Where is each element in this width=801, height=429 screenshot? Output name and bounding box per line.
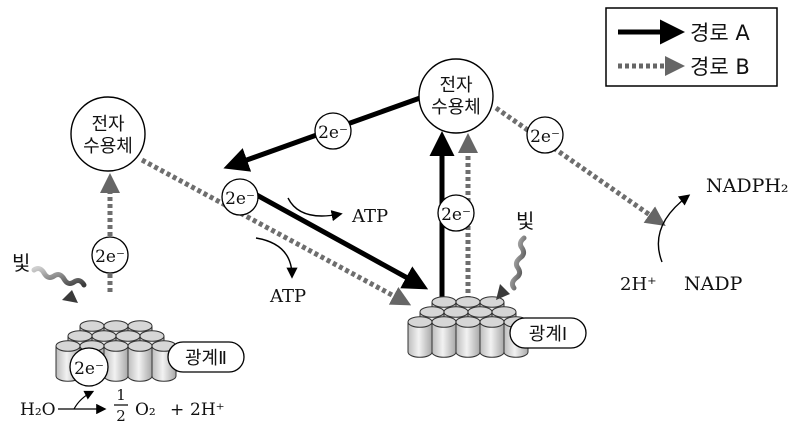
legend-route-a-label: 경로 A [690,21,750,45]
acceptor-circle-right [418,58,494,134]
light-arrowhead-left [62,290,78,303]
acceptor-right-line1: 전자 [439,75,473,96]
electron-acceptor-right: 전자 수용체 [418,58,494,134]
ps1-cylinder-front-2 [455,316,481,358]
photosystem-1-cluster [407,296,529,358]
legend-route-b-label: 경로 B [690,55,750,79]
legend: 경로 A 경로 B [605,7,778,87]
svg-text:광계Ⅱ: 광계Ⅱ [185,348,227,369]
svg-text:광계Ⅰ: 광계Ⅰ [529,324,567,345]
electron-badge-ps2-core: 2e⁻ [69,347,109,387]
light-label-right: 빛 [516,209,534,233]
route-b-acceptor2-to-nadph [494,105,666,226]
electron-badge-top: 2e⁻ [314,112,352,150]
acceptor-left-line1: 전자 [91,114,125,135]
photosystem-1-label: 광계Ⅰ [509,317,587,349]
light-left: 빛 [12,251,87,303]
h-ion-label: 2H⁺ [620,274,657,295]
equation-half-num: 1 [116,386,126,404]
route-b-paths [100,105,666,306]
nadph-reaction-arrow [657,194,691,263]
acceptor-left-line2: 수용체 [83,136,133,157]
atp-label-upper: ATP [351,206,388,227]
photosystem-2-label: 광계Ⅱ [167,341,245,373]
ps2-cylinder-front-3 [127,340,153,382]
atp-label-lower: ATP [269,286,306,307]
equation-plus: + [170,400,184,420]
light-wave-right [509,235,527,291]
equation-half-den: 2 [116,407,126,425]
nadp-label: NADP [684,273,743,295]
water-splitting-equation: H₂O 1 2 O₂ + 2H⁺ [20,386,225,425]
acceptor-circle-left [70,96,146,172]
ps1-cylinder-front-1 [431,316,457,358]
route-a-cycle-to-ps1 [242,185,429,290]
electron-acceptor-left: 전자 수용체 [70,96,146,172]
svg-text:2e⁻: 2e⁻ [318,123,348,143]
light-arrowhead-right [496,284,510,300]
nadph-label: NADPH₂ [706,175,789,197]
acceptor-right-line2: 수용체 [431,97,481,118]
electron-badge-ps1-vertical: 2e⁻ [437,194,475,232]
route-b-acceptor1-to-ps1 [140,157,412,306]
atp-arrow-lower [255,237,298,279]
svg-text:2e⁻: 2e⁻ [95,247,125,267]
electron-badge-right: 2e⁻ [526,116,564,154]
light-wave-left [31,266,87,288]
electron-badge-ps2-vertical: 2e⁻ [91,236,129,274]
svg-text:2e⁻: 2e⁻ [74,359,104,379]
electron-badge-cycle: 2e⁻ [221,178,259,216]
ps1-cylinder-front-0 [407,316,433,358]
light-label-left: 빛 [12,251,30,275]
equation-electron-curve [73,390,95,410]
equation-o2: O₂ [135,400,156,420]
light-right: 빛 [496,209,534,300]
svg-text:2e⁻: 2e⁻ [530,127,560,147]
ps2-cylinder-front-2 [103,340,129,382]
legend-box [605,7,778,87]
ps1-cylinder-front-3 [479,316,505,358]
electron-badges: 2e⁻ 2e⁻ 2e⁻ 2e⁻ 2e⁻ [91,112,564,274]
equation-h-ion: 2H⁺ [190,400,225,420]
equation-h2o: H₂O [20,400,56,420]
atp-arrow-upper [287,197,343,222]
svg-text:2e⁻: 2e⁻ [441,205,471,225]
svg-text:2e⁻: 2e⁻ [225,189,255,209]
